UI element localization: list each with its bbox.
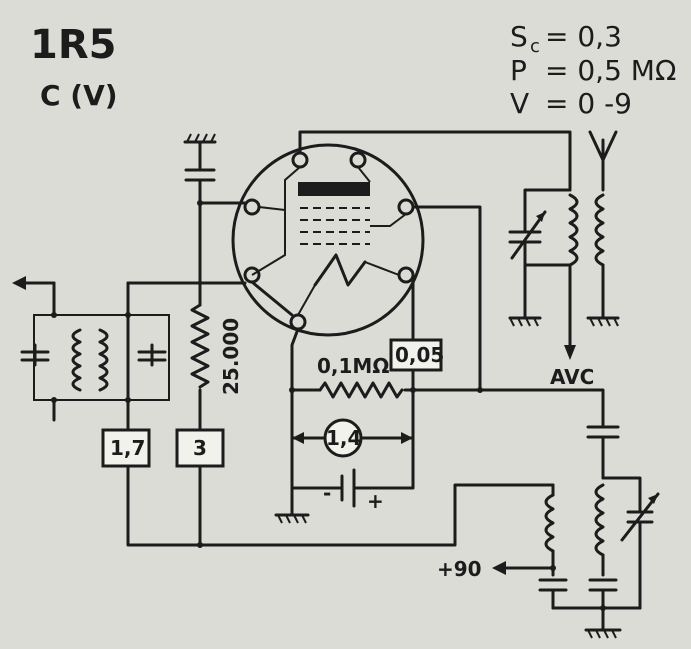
box-left-label: 1,7 (110, 436, 145, 460)
spec-sc: S c = 0,3 (510, 20, 622, 57)
svg-text:= 0,5 MΩ: = 0,5 MΩ (545, 54, 676, 87)
input-coils (523, 188, 605, 347)
variable-capacitor-lower (620, 492, 660, 610)
resistor-grid-label: 0,1MΩ (317, 354, 389, 378)
ground-bottom-center-icon (274, 503, 310, 524)
svg-text:= 0 -9: = 0 -9 (545, 87, 632, 120)
resistor-screen (190, 303, 210, 432)
svg-text:= 0,3: = 0,3 (545, 20, 622, 53)
resistor-grid (318, 381, 404, 399)
svg-text:S: S (510, 20, 528, 53)
battery-plus: + (367, 489, 384, 513)
capacitor-lower-left (538, 578, 568, 610)
tube-class: C (V) (40, 79, 118, 112)
filament-voltage-label: 1,4 (326, 426, 361, 450)
b-plus-arrow-icon (492, 561, 506, 575)
battery-minus: - (323, 481, 331, 505)
spec-v: V = 0 -9 (510, 87, 632, 120)
output-transformer (20, 281, 170, 422)
tube-envelope (231, 143, 425, 337)
b-plus-label: +90 (437, 557, 482, 581)
output-arrow-icon (12, 276, 56, 290)
filament-resistor-box (389, 338, 443, 372)
svg-text:V: V (510, 87, 529, 120)
battery-icon (340, 468, 356, 508)
antenna-icon (588, 130, 618, 192)
ground-upper-right-icon (586, 316, 620, 327)
svg-text:P: P (510, 54, 527, 87)
avc-arrow-icon (564, 343, 576, 360)
box-left (101, 428, 151, 468)
filament-resistor-label: 0,05 (395, 343, 444, 367)
spec-p: P = 0,5 MΩ (510, 54, 676, 87)
avc-label: AVC (550, 365, 594, 389)
variable-capacitor-upper (508, 203, 572, 320)
box-mid-label: 3 (193, 436, 207, 460)
resistor-screen-label: 25.000 (219, 318, 243, 395)
svg-text:c: c (530, 36, 540, 57)
oscillator-coils (544, 483, 605, 577)
ground-bottom-right-icon (584, 628, 622, 639)
ground-upper-left-icon (508, 316, 542, 327)
tube-type: 1R5 (30, 22, 116, 68)
